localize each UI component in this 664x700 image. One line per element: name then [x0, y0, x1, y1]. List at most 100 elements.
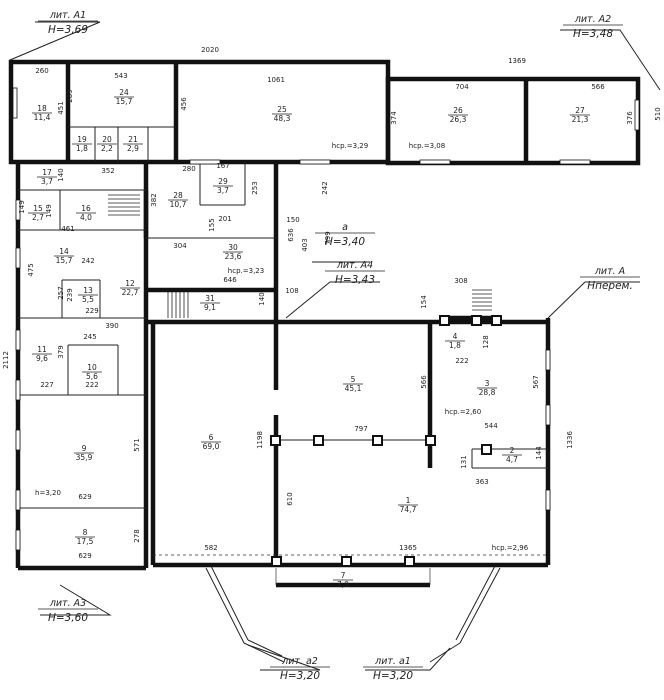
room-7-number: 7 — [341, 571, 346, 580]
dimension-510: 510 — [654, 107, 662, 120]
room-10-number: 10 — [87, 363, 97, 372]
dimension-128: 128 — [482, 335, 490, 348]
dimension-352: 352 — [101, 167, 114, 175]
tag-leaders — [9, 21, 661, 671]
room-3-area: 28,8 — [479, 388, 496, 397]
tag-lit-a2-small-height: Н=3,20 — [280, 670, 320, 682]
dimension-278: 278 — [133, 529, 141, 542]
room-26-area: 26,3 — [450, 115, 467, 124]
room-24-area: 15,7 — [116, 97, 133, 106]
room-6-number: 6 — [209, 433, 214, 442]
dimension-257: 257 — [57, 286, 65, 299]
room-26-number: 26 — [453, 106, 463, 115]
tag-lit-a4-name: лит. А4 — [336, 260, 373, 271]
dimension-379: 379 — [57, 345, 65, 358]
stairs — [108, 194, 492, 318]
room-1-area: 74,7 — [400, 505, 417, 514]
dimension-571: 571 — [133, 438, 141, 451]
room-labels: 1811,42415,72548,32626,32721,3191,8202,2… — [28, 88, 590, 589]
dimension-629: 629 — [78, 552, 91, 560]
dimension-280: 280 — [182, 165, 195, 173]
dimension-799: 799 — [324, 231, 332, 244]
room-15-number: 15 — [33, 204, 43, 213]
dimension-227: 227 — [40, 381, 53, 389]
dimension-239: 239 — [66, 288, 74, 301]
room-24-number: 24 — [119, 88, 129, 97]
room-4-area: 1,8 — [449, 341, 461, 350]
dimension-629: 629 — [78, 493, 91, 501]
room-29-area: 3,7 — [217, 186, 229, 195]
hs-308: hср.=3,08 — [409, 142, 445, 150]
dimension-704: 704 — [455, 83, 469, 91]
room-13-area: 5,5 — [82, 295, 94, 304]
tag-a-name: а — [342, 222, 348, 233]
tag-lit-a1-name: лит. А1 — [49, 10, 86, 21]
dimension-1365: 1365 — [399, 544, 417, 552]
columns — [270, 315, 502, 567]
tag-lit-a2-height: Н=3,48 — [573, 28, 613, 40]
room-8-area: 17,5 — [77, 537, 94, 546]
room-31-number: 31 — [205, 294, 215, 303]
dimension-140: 140 — [57, 168, 65, 181]
dimension-154: 154 — [420, 295, 428, 309]
tag-lit-a1-small-name: лит. а1 — [374, 656, 411, 667]
window-marks — [12, 87, 640, 551]
dimension-544: 544 — [484, 422, 498, 430]
room-20-number: 20 — [102, 135, 112, 144]
dimension-149: 149 — [45, 204, 53, 217]
dimension-582: 582 — [204, 544, 217, 552]
hs-296: hср.=2,96 — [492, 544, 529, 552]
dimension-451: 451 — [57, 101, 65, 114]
dimension-167: 167 — [216, 162, 229, 170]
room-18-area: 11,4 — [34, 113, 51, 122]
dimension-150: 150 — [286, 216, 299, 224]
room-25-number: 25 — [277, 105, 287, 114]
room-30-number: 30 — [228, 243, 238, 252]
room-5-number: 5 — [351, 375, 356, 384]
tag-lit-a3-height: Н=3,60 — [48, 612, 88, 624]
room-25-area: 48,3 — [274, 114, 291, 123]
tag-lit-a2-small-name: лит. а2 — [281, 656, 318, 667]
dimension-1198: 1198 — [256, 431, 264, 449]
room-27-number: 27 — [575, 106, 585, 115]
room-29-number: 29 — [218, 177, 228, 186]
room-28-number: 28 — [173, 191, 183, 200]
room-2-area: 4,7 — [506, 455, 518, 464]
dimension-108: 108 — [285, 287, 298, 295]
tag-lit-a-name: лит. А — [594, 266, 625, 277]
dimension-390: 390 — [105, 322, 118, 330]
dimension-242: 242 — [321, 181, 329, 194]
dimension-461: 461 — [61, 225, 74, 233]
dimension-222: 222 — [455, 357, 468, 365]
dimension-1369: 1369 — [508, 57, 526, 65]
room-15-area: 2,7 — [32, 213, 44, 222]
dimension-376: 376 — [626, 111, 634, 125]
dimension-566: 566 — [591, 83, 605, 91]
room-30-area: 23,6 — [225, 252, 242, 261]
dimension-610: 610 — [286, 492, 294, 505]
dimension-201: 201 — [218, 215, 231, 223]
dimension-543: 543 — [114, 72, 127, 80]
dimension-144: 144 — [535, 446, 543, 460]
room-18-number: 18 — [37, 104, 47, 113]
dimension-382: 382 — [150, 193, 158, 206]
room-14-number: 14 — [59, 247, 69, 256]
room-11-area: 9,6 — [36, 354, 48, 363]
dimension-456: 456 — [180, 97, 188, 111]
tag-lit-a2-name: лит. А2 — [574, 14, 611, 25]
h-320: h=3,20 — [35, 489, 61, 497]
room-7-area: 7,0 — [337, 580, 349, 589]
hs-329: hср.=3,29 — [332, 142, 368, 150]
dimension-155: 155 — [208, 218, 216, 231]
hs-323: hср.=3,23 — [228, 267, 264, 275]
dimension-229: 229 — [85, 307, 98, 315]
room-17-number: 17 — [42, 168, 52, 177]
room-4-number: 4 — [453, 332, 458, 341]
room-14-area: 15,7 — [56, 256, 73, 265]
room-28-area: 10,7 — [170, 200, 187, 209]
dimension-636: 636 — [287, 228, 295, 242]
dimension-253: 253 — [251, 181, 259, 194]
